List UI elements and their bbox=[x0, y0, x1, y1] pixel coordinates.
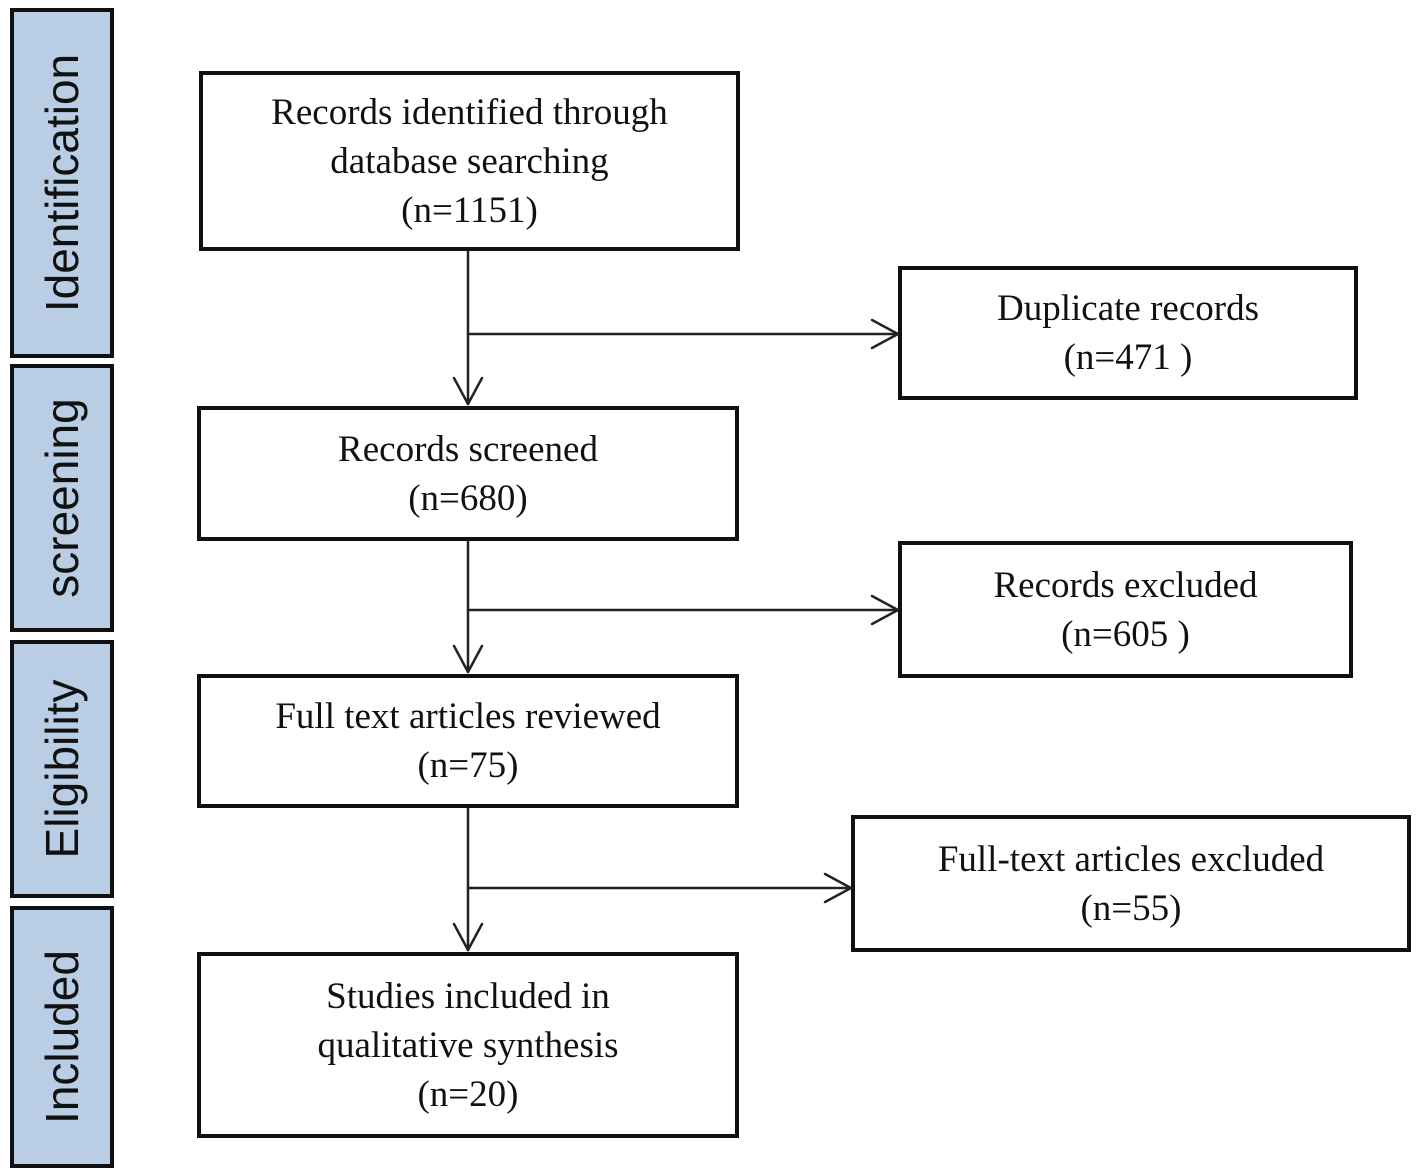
box-line: Duplicate records bbox=[997, 288, 1259, 329]
arrowhead-fulltext bbox=[452, 644, 484, 674]
box-line: Records excluded bbox=[993, 564, 1258, 606]
stage-label-included: Included bbox=[36, 950, 88, 1124]
stage-label-eligibility: Eligibility bbox=[36, 679, 88, 859]
box-duplicate-records: Duplicate records (n=471 ) bbox=[898, 266, 1358, 400]
box-records-excluded: Records excluded (n=605 ) bbox=[898, 541, 1353, 678]
box-studies-included: Studies included in qualitative synthesi… bbox=[197, 952, 739, 1138]
box-count: (n=1151) bbox=[401, 189, 538, 231]
box-line: Records screened bbox=[338, 428, 598, 470]
stage-label-screening: screening bbox=[36, 398, 88, 598]
box-count: (n=20) bbox=[417, 1073, 519, 1115]
stage-label-identification: Identification bbox=[36, 53, 88, 313]
box-line: Records identified through bbox=[271, 91, 668, 133]
arrowhead-excluded bbox=[870, 594, 900, 626]
stage-included: Included bbox=[10, 906, 114, 1168]
box-count: (n=471 ) bbox=[1063, 337, 1193, 378]
box-line: Studies included in bbox=[326, 975, 610, 1017]
box-line: Full text articles reviewed bbox=[275, 696, 661, 737]
stage-screening: screening bbox=[10, 364, 114, 632]
arrowhead-duplicates bbox=[870, 318, 900, 350]
box-fulltext-reviewed: Full text articles reviewed (n=75) bbox=[197, 674, 739, 808]
box-line: qualitative synthesis bbox=[317, 1024, 619, 1066]
stage-identification: Identification bbox=[10, 8, 114, 358]
arrowhead-fulltext-excluded bbox=[823, 872, 853, 904]
box-records-screened: Records screened (n=680) bbox=[197, 406, 739, 541]
box-records-identified: Records identified through database sear… bbox=[199, 71, 740, 251]
box-count: (n=680) bbox=[408, 477, 528, 519]
arrowhead-screened bbox=[452, 376, 484, 406]
box-count: (n=75) bbox=[417, 745, 519, 786]
box-count: (n=55) bbox=[1080, 887, 1182, 929]
box-fulltext-excluded: Full-text articles excluded (n=55) bbox=[851, 815, 1411, 952]
box-line: database searching bbox=[330, 140, 609, 182]
arrowhead-included bbox=[452, 922, 484, 952]
stage-eligibility: Eligibility bbox=[10, 640, 114, 898]
box-count: (n=605 ) bbox=[1061, 613, 1190, 655]
box-line: Full-text articles excluded bbox=[937, 838, 1325, 880]
